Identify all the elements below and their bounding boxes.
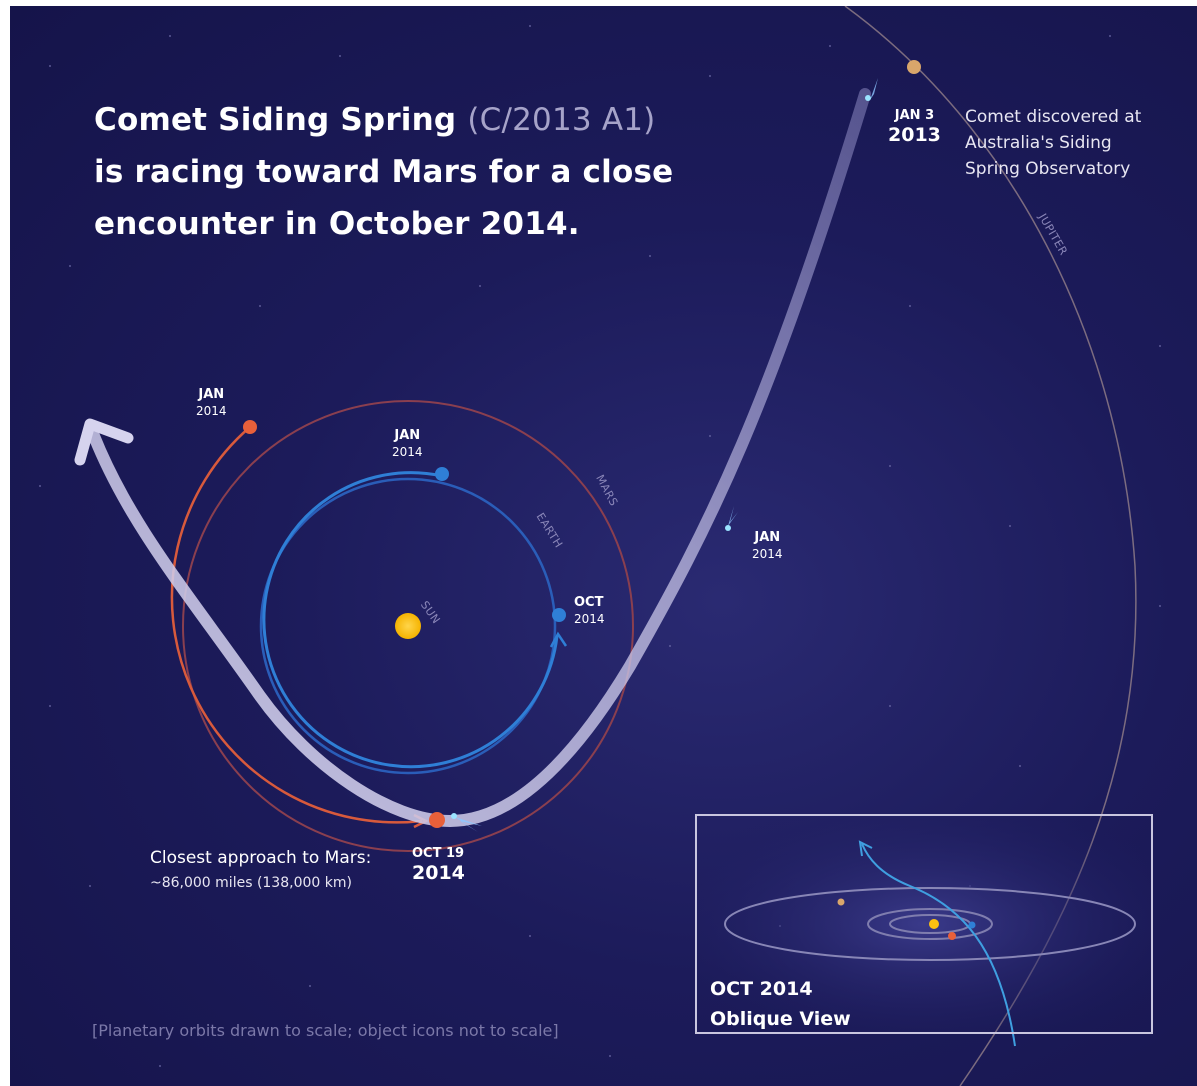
comet-icon-oct-2014 (451, 813, 482, 832)
comet-icon-jan-2014 (725, 506, 738, 531)
comet-jan-month: JAN (754, 530, 781, 545)
earth-motion-arc (262, 471, 559, 769)
comet-trajectory (88, 88, 871, 828)
oblique-view-date: OCT 2014 (710, 978, 813, 1000)
headline-line2: is racing toward Mars for a close (94, 154, 674, 190)
sun-icon (395, 613, 421, 639)
comet-icon-2013 (865, 78, 882, 101)
earth-oct-2014-label: OCT 2014 (574, 595, 605, 627)
infographic-canvas: Comet Siding Spring (C/2013 A1) is racin… (10, 6, 1197, 1086)
mars-jan-month: JAN (198, 387, 225, 402)
orbit-diagram (39, 6, 1161, 1086)
discovery-date-label: JAN 3 2013 (888, 108, 941, 146)
discovery-date: JAN 3 (894, 108, 935, 123)
mars-jan-year: 2014 (196, 404, 227, 418)
earth-jan-2014-label: JAN 2014 (392, 428, 423, 460)
earth-jan-2014-dot (435, 467, 449, 481)
earth-oct-year: 2014 (574, 612, 605, 626)
mars-jan-2014-dot (243, 420, 257, 434)
mars-jan-2014-label: JAN 2014 (196, 387, 227, 419)
discovery-note-line2: Australia's Siding (965, 133, 1112, 153)
headline-comet-name: Comet Siding Spring (94, 102, 457, 138)
mars-oct-year: 2014 (412, 862, 465, 884)
scale-footnote: [Planetary orbits drawn to scale; object… (92, 1021, 559, 1040)
discovery-year: 2013 (888, 124, 941, 146)
discovery-note-line1: Comet discovered at (965, 107, 1142, 127)
earth-jan-month: JAN (394, 428, 421, 443)
closest-approach-note: Closest approach to Mars: ~86,000 miles … (150, 846, 371, 895)
oblique-view-caption: Oblique View (710, 1008, 851, 1030)
discovery-note: Comet discovered at Australia's Siding S… (965, 104, 1141, 182)
earth-arrowhead (549, 631, 568, 648)
headline-line3: encounter in October 2014. (94, 206, 580, 242)
mars-oct-19-2014-label: OCT 19 2014 (412, 846, 465, 884)
jupiter-jan-2013-dot (907, 60, 921, 74)
comet-jan-year: 2014 (752, 547, 783, 561)
earth-oct-2014-dot (552, 608, 566, 622)
comet-jan-2014-label: JAN 2014 (752, 530, 783, 562)
earth-jan-year: 2014 (392, 445, 423, 459)
headline-designation: (C/2013 A1) (467, 102, 656, 138)
oblique-view-inset-frame (695, 814, 1153, 1034)
comet-trajectory-arrowhead (74, 418, 134, 466)
discovery-note-line3: Spring Observatory (965, 159, 1131, 179)
mars-orbit (182, 400, 634, 852)
earth-oct-month: OCT (574, 595, 604, 610)
headline: Comet Siding Spring (C/2013 A1) is racin… (94, 94, 673, 250)
mars-motion-arc (170, 426, 423, 824)
closest-approach-distance: ~86,000 miles (138,000 km) (150, 875, 352, 891)
mars-oct-month: OCT 19 (412, 846, 465, 861)
earth-orbit (259, 477, 557, 775)
inset-oblique-diagram (697, 816, 1151, 1047)
oblique-view-title: OCT 2014 Oblique View (710, 974, 851, 1034)
mars-oct-2014-dot (429, 812, 445, 828)
closest-approach-label: Closest approach to Mars: (150, 848, 372, 868)
